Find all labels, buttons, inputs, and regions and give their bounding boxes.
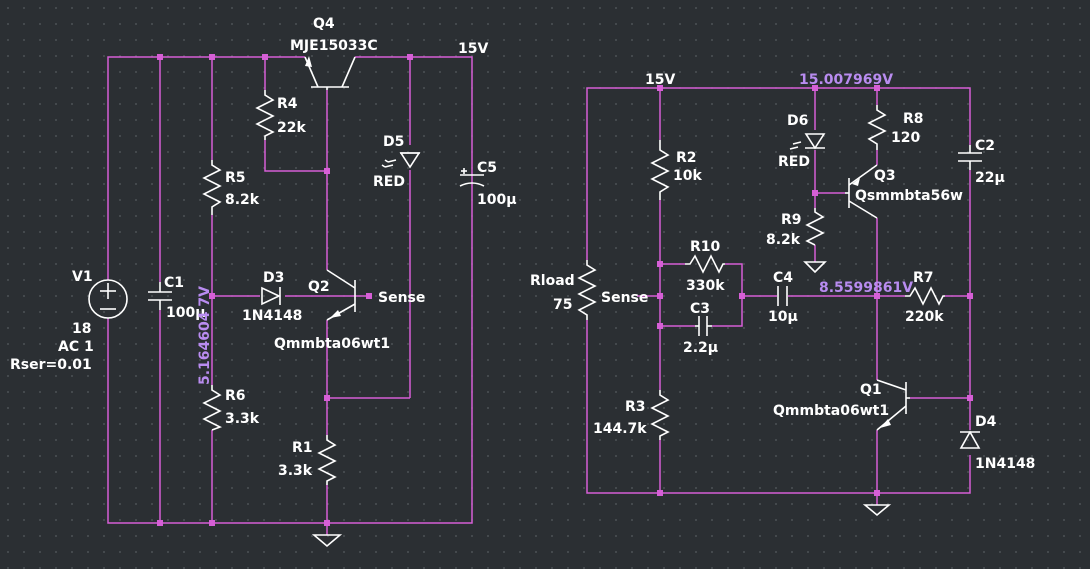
q3-name: Q3: [874, 168, 896, 184]
r10-name: R10: [690, 239, 721, 255]
left-voltage-probe: 5.164604 7V: [197, 286, 213, 385]
d3-value: 1N4148: [242, 308, 302, 324]
c1-capacitor[interactable]: [148, 282, 172, 310]
v1-voltage-source[interactable]: [88, 279, 128, 319]
c2-capacitor[interactable]: [958, 145, 982, 170]
d6-led[interactable]: [789, 133, 826, 150]
left-net-sense: Sense: [378, 290, 425, 306]
v1-name: V1: [72, 269, 93, 285]
v1-ac: AC 1: [58, 339, 94, 355]
c2-name: C2: [975, 138, 995, 154]
left-circuit: V1 18 AC 1 Rser=0.01 C1 100µ R5 8.2k R6 …: [10, 16, 517, 548]
r5-value: 8.2k: [225, 192, 260, 208]
right-net-15v: 15V: [645, 72, 675, 88]
q3-value: Qsmmbta56w: [855, 188, 963, 204]
r5-name: R5: [225, 170, 246, 186]
q4-transistor[interactable]: [304, 56, 356, 90]
q2-transistor[interactable]: [326, 269, 356, 321]
r6-value: 3.3k: [225, 411, 260, 427]
right-voltage-mid: 8.5599861V: [819, 280, 913, 296]
r5-resistor[interactable]: [202, 160, 222, 215]
c4-capacitor[interactable]: [777, 286, 788, 306]
r4-resistor[interactable]: [255, 90, 275, 140]
q2-name: Q2: [308, 279, 330, 295]
c3-name: C3: [690, 301, 710, 317]
r1-resistor[interactable]: [317, 435, 337, 485]
c3-capacitor[interactable]: [695, 316, 712, 336]
r8-value: 120: [891, 130, 920, 146]
d6-name: D6: [787, 113, 808, 129]
v1-rser: Rser=0.01: [10, 357, 92, 373]
r6-resistor[interactable]: [202, 385, 222, 431]
c4-value: 10µ: [768, 309, 798, 325]
d3-diode[interactable]: [261, 286, 281, 306]
r8-resistor[interactable]: [867, 105, 887, 150]
rload-value: 75: [553, 297, 572, 313]
rload-resistor[interactable]: [577, 260, 597, 320]
d4-name: D4: [975, 414, 997, 430]
r4-name: R4: [277, 96, 298, 112]
r1-name: R1: [292, 440, 313, 456]
right-voltage-top: 15.007969V: [799, 72, 893, 88]
q1-value: Qmmbta06wt1: [773, 403, 889, 419]
right-wires: [586, 87, 971, 505]
r2-resistor[interactable]: [650, 140, 670, 200]
left-net-15v: 15V: [458, 41, 488, 57]
d3-name: D3: [263, 270, 284, 286]
r7-name: R7: [913, 270, 934, 286]
r7-value: 220k: [905, 309, 944, 325]
rload-name: Rload: [530, 273, 575, 289]
right-ground-icon: [862, 504, 892, 517]
c4-name: C4: [773, 270, 793, 286]
right-junctions: [657, 85, 973, 496]
r8-name: R8: [903, 111, 924, 127]
q4-value: MJE15033C: [290, 38, 378, 54]
r3-value: 144.7k: [593, 421, 647, 437]
r2-name: R2: [676, 150, 697, 166]
v1-value: 18: [72, 321, 91, 337]
r9-value: 8.2k: [766, 232, 801, 248]
r3-resistor[interactable]: [650, 390, 670, 440]
q3-transistor[interactable]: [845, 164, 878, 219]
c5-value: 100µ: [477, 192, 517, 208]
r3-name: R3: [625, 399, 646, 415]
c1-name: C1: [164, 275, 184, 291]
r10-value: 330k: [686, 278, 725, 294]
r7-resistor[interactable]: [905, 286, 945, 306]
r9-name: R9: [781, 212, 802, 228]
q1-name: Q1: [860, 382, 882, 398]
right-circuit: 15V 15.007969V Rload 75 Sense R2 10k R10…: [530, 72, 1035, 517]
right-net-sense: Sense: [601, 290, 648, 306]
r1-value: 3.3k: [278, 463, 313, 479]
r9-resistor[interactable]: [805, 208, 825, 246]
c2-value: 22µ: [975, 170, 1005, 186]
r2-value: 10k: [673, 168, 702, 184]
c3-value: 2.2µ: [683, 340, 718, 356]
d5-led[interactable]: [381, 152, 421, 169]
r10-resistor[interactable]: [685, 254, 725, 274]
c5-capacitor[interactable]: [459, 168, 485, 187]
r6-name: R6: [225, 388, 246, 404]
c5-name: C5: [477, 160, 497, 176]
d4-value: 1N4148: [975, 456, 1035, 472]
q1-transistor[interactable]: [876, 379, 910, 431]
q2-value: Qmmbta06wt1: [274, 336, 390, 352]
d5-value: RED: [373, 174, 405, 190]
left-junctions: [157, 54, 413, 526]
c1-value: 100µ: [166, 305, 206, 321]
left-ground-icon: [311, 534, 343, 548]
ground-r9-icon: [803, 261, 827, 274]
d5-name: D5: [383, 134, 404, 150]
q4-name: Q4: [313, 16, 335, 32]
r4-value: 22k: [277, 120, 306, 136]
left-wires: [107, 56, 473, 535]
d4-diode[interactable]: [959, 430, 981, 449]
d6-value: RED: [778, 154, 810, 170]
